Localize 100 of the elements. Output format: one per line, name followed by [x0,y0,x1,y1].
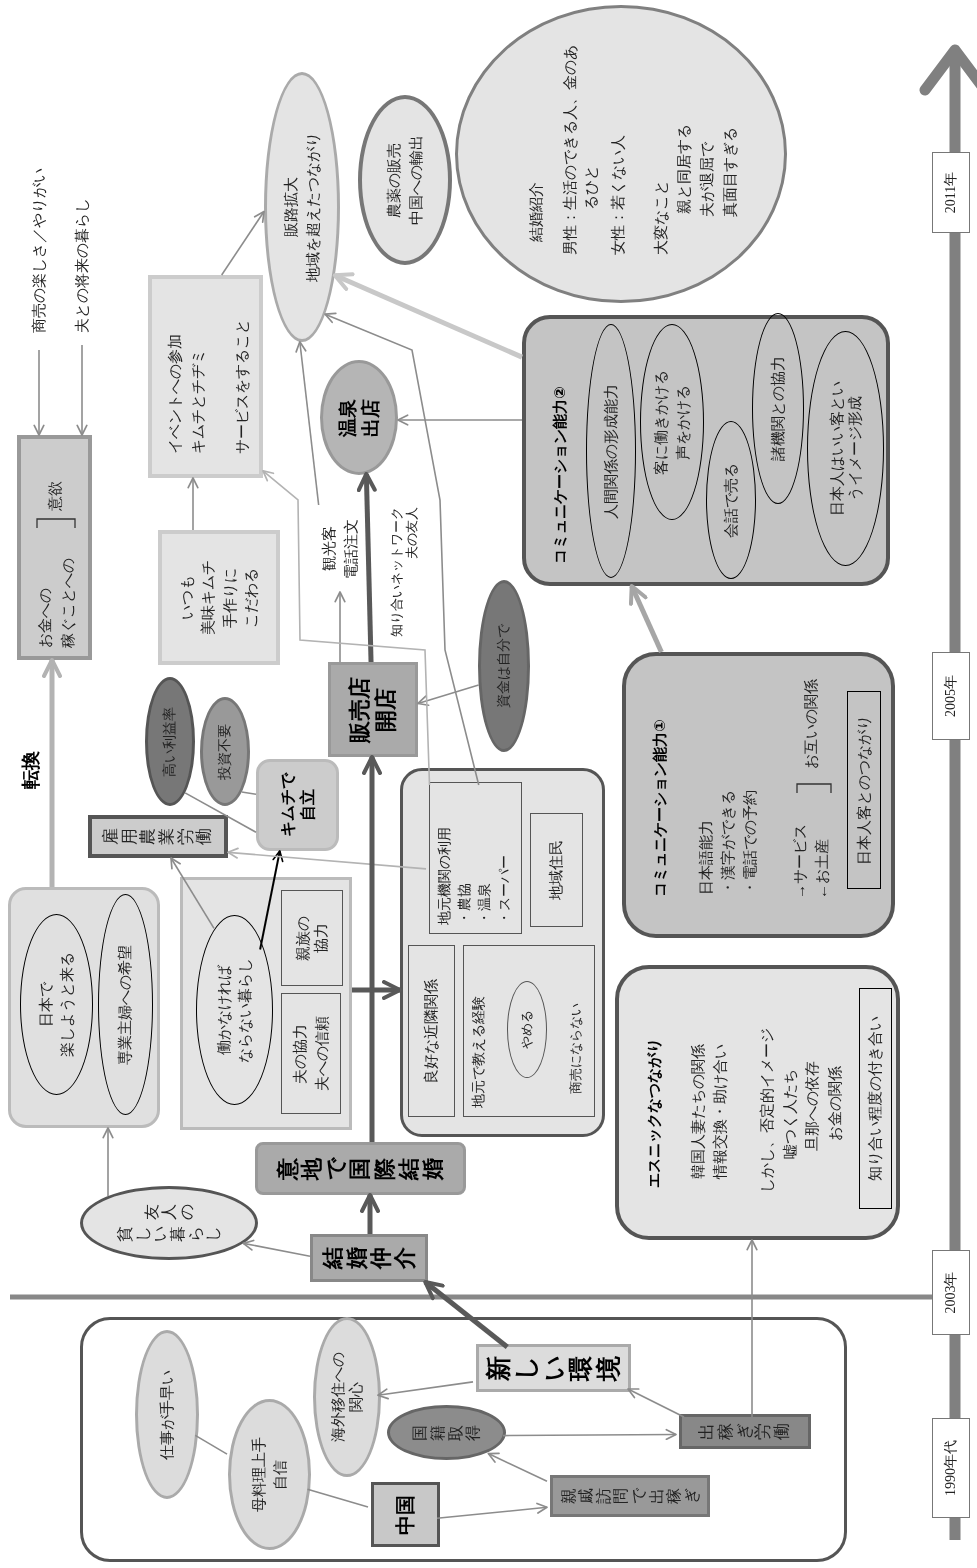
node-text: 情報交換・助け合い [711,1044,729,1179]
thick-arrow [356,471,377,663]
process-box [463,945,595,1117]
node-text: 地元機関の利用 [436,827,454,925]
arrow [102,1127,114,1197]
heading-text: コミュニケーション能力② [550,386,570,564]
rounded-box [622,652,895,938]
process-box [310,1234,428,1282]
node-text: 稼ぐことへの [59,558,77,648]
node-text: 地元で教える経験 [470,996,487,1108]
arrow [502,1428,677,1441]
heading-text: コミュニケーション能力① [650,719,670,897]
process-box [679,1414,811,1449]
arrow [33,349,45,436]
node-text: ・農協 [456,883,474,925]
arrow [242,1239,311,1257]
node-text: いつも [178,575,196,620]
node-text: 地域を超えたつながり [303,132,322,282]
node-text: 中国 [392,1494,418,1535]
node-text: 仕事が手早い [157,1369,176,1460]
arrow [170,857,215,930]
arrow [627,1388,685,1418]
node-text: ・漢字ができる [719,790,737,895]
year-label: 2011年 [932,152,970,233]
node-text: 嘘つく人たち [781,1069,799,1159]
node-text: 投資不要 [215,723,233,780]
node-text: 夫の協力 [291,1023,310,1084]
node-text: ・電話での予約 [741,790,759,895]
arrow [397,414,523,426]
node-text: 良好な近隣関係 [422,978,441,1084]
node-text: →サービス [791,824,809,899]
arrow [324,312,480,786]
node-text: 友人の [142,1204,196,1220]
node-text: 親戚訪問で出稼ぎ [559,1488,701,1504]
edge-label: 知り合いネットワーク夫の友人 [388,507,420,637]
node-text: 韓国人妻たちの関係 [689,1044,707,1179]
node-text: 真面目すぎる [721,127,739,217]
node-text: 意地で国際結婚 [275,1157,446,1180]
arrow [295,340,320,506]
node-text: 農薬の販売 [385,142,404,218]
node-text: キムチとチヂミ [189,349,207,454]
node-text: お金への [36,588,54,648]
node-text: 日本人客とのつながり [854,715,873,865]
year-label: 2003年 [932,1250,970,1335]
process-box [847,691,881,889]
rounded-box [615,965,900,1240]
group-container [80,1317,847,1562]
node-text: 貧しい暮らし [116,1226,222,1242]
node-text: やめる [518,1010,536,1049]
rounded-box [522,315,890,586]
node-text: 新しい環境 [484,1355,623,1381]
connector-line [240,791,257,796]
edge-label: 転換 [18,751,42,789]
process-box [859,988,892,1209]
node-text: 手作りに [220,567,239,628]
node-text: 親と同居する [675,124,693,214]
node-text: こだわる [241,567,260,628]
node-text: お互いの関係 [802,679,820,769]
node-text: 販売店開店 [346,676,399,743]
process-box [476,1344,631,1392]
node-text: 知り合い程度の付き合い [866,1016,885,1181]
thick-arrow [352,980,402,1000]
arrow [334,591,346,663]
thick-arrow [362,755,382,1142]
node-text: 専業主婦への希望 [116,944,135,1065]
arrow [262,470,431,786]
node-text: 日本で [36,982,55,1027]
node-text: 夫が退屈で [698,142,716,217]
node-text: 諸機関との協力 [768,356,787,461]
oval-node [200,697,250,806]
group-container [8,887,160,1128]
node-text: 男性：生活のできる人、金のあるひと [561,44,600,255]
annotation-text: 電話注文 [341,518,360,579]
node-text: 日本人はいい客というイメージ形成 [827,381,864,516]
oval-node [807,331,884,566]
process-box [281,890,343,986]
rounded-box [255,1142,466,1195]
node-text: お金の関係 [826,1066,844,1141]
node-text: 旦那への依存 [803,1061,821,1151]
node-text: しかし、否定的イメージ [758,1028,776,1193]
node-text: 母料理上手 [249,1437,268,1512]
arrow [76,344,88,436]
process-box [429,782,522,934]
node-text: 日本語能力 [697,820,715,895]
arrow [220,210,265,276]
year-label: 1990年代 [932,1418,970,1518]
node-text: キムチで自立 [278,773,317,837]
node-text: 温泉出店 [336,398,382,437]
arrow [259,850,284,951]
node-text: 中国への輸出 [406,135,425,225]
node-text: 地域住民 [547,840,566,900]
node-text: 客に働きかける [652,369,671,475]
node-text: ・温泉 [476,883,493,925]
year-label: 2005年 [932,652,970,740]
node-text: イベントへの参加 [166,334,184,454]
node-text: 親族の協力 [294,915,330,961]
node-text: 商売にならない [567,1003,584,1094]
process-box [371,1482,440,1547]
process-box [550,1475,710,1517]
node-text: ←お土産 [813,839,831,899]
